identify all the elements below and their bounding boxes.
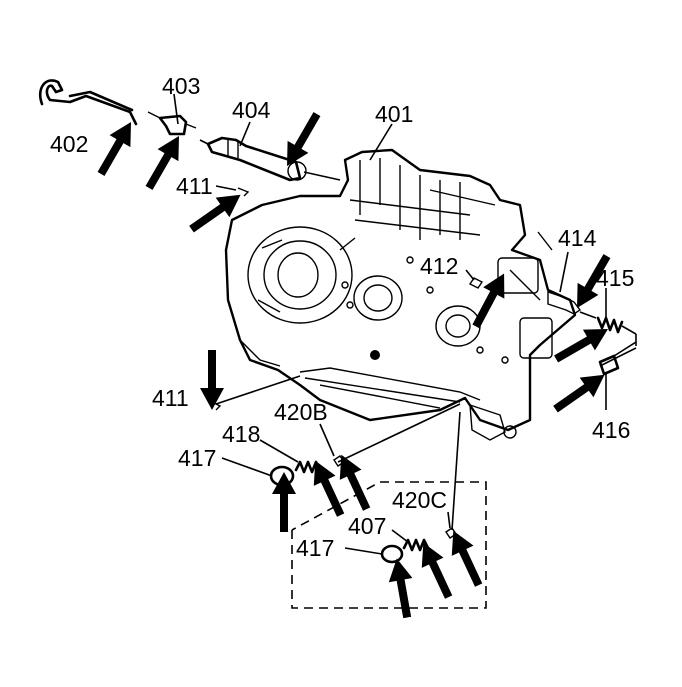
clip-403 [147, 111, 197, 136]
callout-420b: 420B [274, 399, 328, 425]
callout-407: 407 [348, 513, 386, 539]
callout-417-upper: 417 [178, 445, 216, 471]
callout-412: 412 [420, 253, 458, 279]
callout-416: 416 [592, 417, 630, 443]
callout-420c: 420C [392, 487, 447, 513]
callout-402: 402 [50, 131, 88, 157]
callout-411-upper: 411 [176, 173, 213, 199]
wire-hook-402 [38, 79, 138, 126]
callout-417-lower: 417 [296, 535, 334, 561]
callout-403: 403 [162, 73, 200, 99]
retainer-416 [598, 354, 620, 376]
callout-411-lower: 411 [152, 385, 189, 411]
pin-411-upper [237, 187, 250, 197]
transmission-case-401 [224, 148, 577, 441]
valve-414 [547, 291, 597, 319]
callout-418: 418 [222, 421, 260, 447]
callout-labels: 401 402 403 404 407 411 411 412 414 415 … [50, 73, 634, 561]
ball-417-lower [380, 544, 404, 564]
spring-407 [402, 538, 430, 552]
plug-412 [468, 277, 484, 289]
callout-401: 401 [375, 101, 413, 127]
detail-box [291, 481, 487, 609]
spring-415 [596, 316, 637, 335]
leader-lines [173, 93, 607, 555]
assembly-lines [215, 334, 637, 531]
callout-404: 404 [232, 97, 271, 123]
callout-415: 415 [596, 265, 634, 291]
rod-404 [199, 136, 341, 182]
callout-414: 414 [558, 225, 597, 251]
